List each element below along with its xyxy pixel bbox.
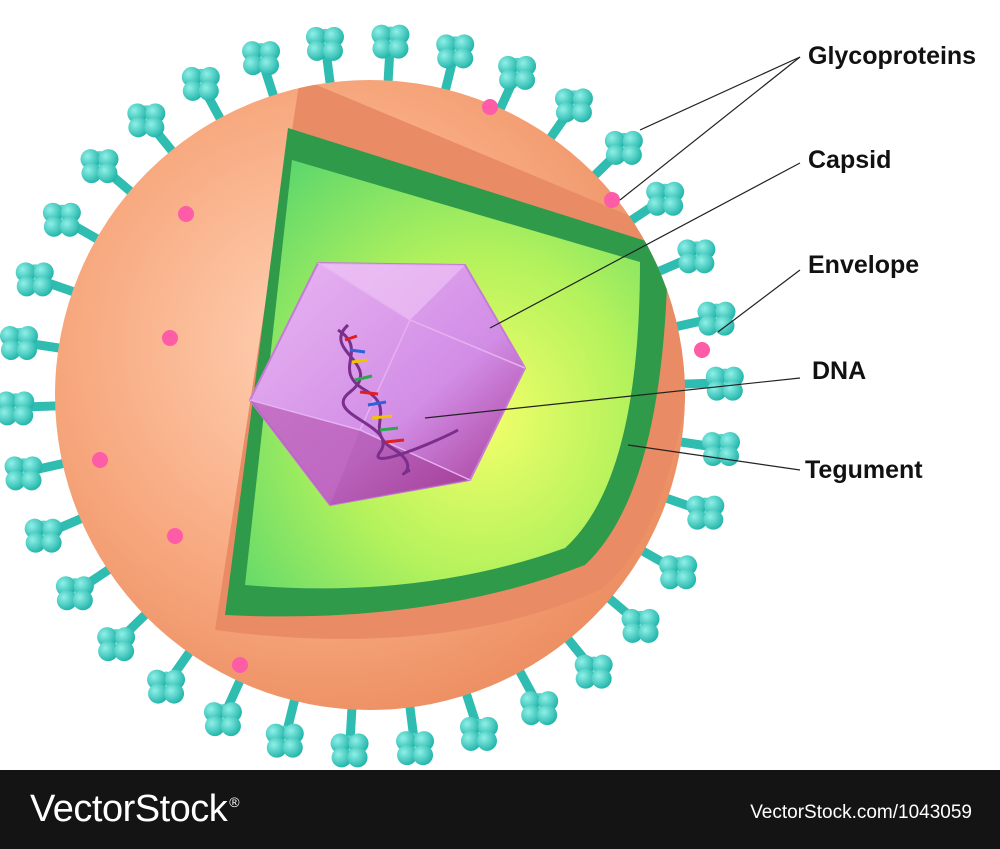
label-envelope: Envelope bbox=[808, 251, 920, 279]
capsid-icosahedron bbox=[248, 261, 527, 507]
glycoprotein-head bbox=[127, 103, 166, 138]
image-id: VectorStock.com/1043059 bbox=[750, 802, 972, 823]
glycoprotein-head bbox=[242, 41, 281, 76]
vectorstock-logo: VectorStock® bbox=[30, 788, 240, 831]
glycoprotein-head bbox=[181, 66, 220, 101]
glycoprotein-head bbox=[646, 181, 685, 216]
glycoprotein-head bbox=[677, 239, 716, 274]
label-capsid: Capsid bbox=[808, 146, 892, 174]
glycoprotein-head bbox=[686, 495, 725, 530]
watermark-footer: VectorStock® VectorStock.com/1043059 bbox=[0, 770, 1000, 849]
glycoprotein-head bbox=[702, 432, 741, 467]
glycoprotein-head bbox=[265, 723, 304, 758]
glycoprotein-head bbox=[554, 88, 593, 123]
leader-lines bbox=[424, 56, 801, 471]
dna-helix bbox=[337, 323, 459, 476]
glycoprotein-head bbox=[55, 576, 94, 611]
glycoprotein-head bbox=[574, 654, 613, 689]
glycoprotein-head bbox=[15, 262, 54, 297]
brand-mark: ® bbox=[229, 794, 240, 811]
herpes-virus-structure-illustration bbox=[0, 24, 801, 768]
glycoprotein-head bbox=[42, 202, 81, 237]
glycoprotein-head bbox=[436, 34, 475, 69]
glycoprotein-head bbox=[147, 669, 186, 704]
glycoprotein-head bbox=[4, 456, 43, 491]
glycoprotein-head bbox=[396, 731, 435, 766]
glycoprotein-head bbox=[621, 608, 660, 643]
glycoprotein-head bbox=[330, 733, 369, 768]
glycoprotein-head bbox=[659, 555, 698, 590]
glycoprotein-head bbox=[305, 26, 344, 61]
label-dna: DNA bbox=[812, 357, 867, 385]
glycoprotein-head bbox=[97, 627, 136, 662]
glycoprotein-head bbox=[697, 301, 736, 336]
label-glycoproteins: Glycoproteins bbox=[808, 42, 977, 70]
glycoprotein-head bbox=[80, 149, 119, 184]
glycoprotein-head bbox=[203, 702, 242, 737]
glycoprotein-head bbox=[604, 130, 643, 165]
brand-name: VectorStock bbox=[30, 788, 228, 830]
glycoprotein-head bbox=[0, 391, 35, 426]
label-tegument: Tegument bbox=[805, 456, 923, 484]
glycoprotein-head bbox=[371, 24, 410, 59]
glycoprotein-head bbox=[705, 366, 744, 401]
envelope-dots bbox=[92, 99, 710, 673]
glycoprotein-head bbox=[24, 518, 63, 553]
glycoprotein-head bbox=[0, 325, 38, 360]
glycoprotein-head bbox=[520, 691, 559, 726]
glycoprotein-head bbox=[459, 716, 498, 751]
glycoprotein-head bbox=[498, 55, 537, 90]
glycoprotein-spikes bbox=[0, 24, 744, 768]
